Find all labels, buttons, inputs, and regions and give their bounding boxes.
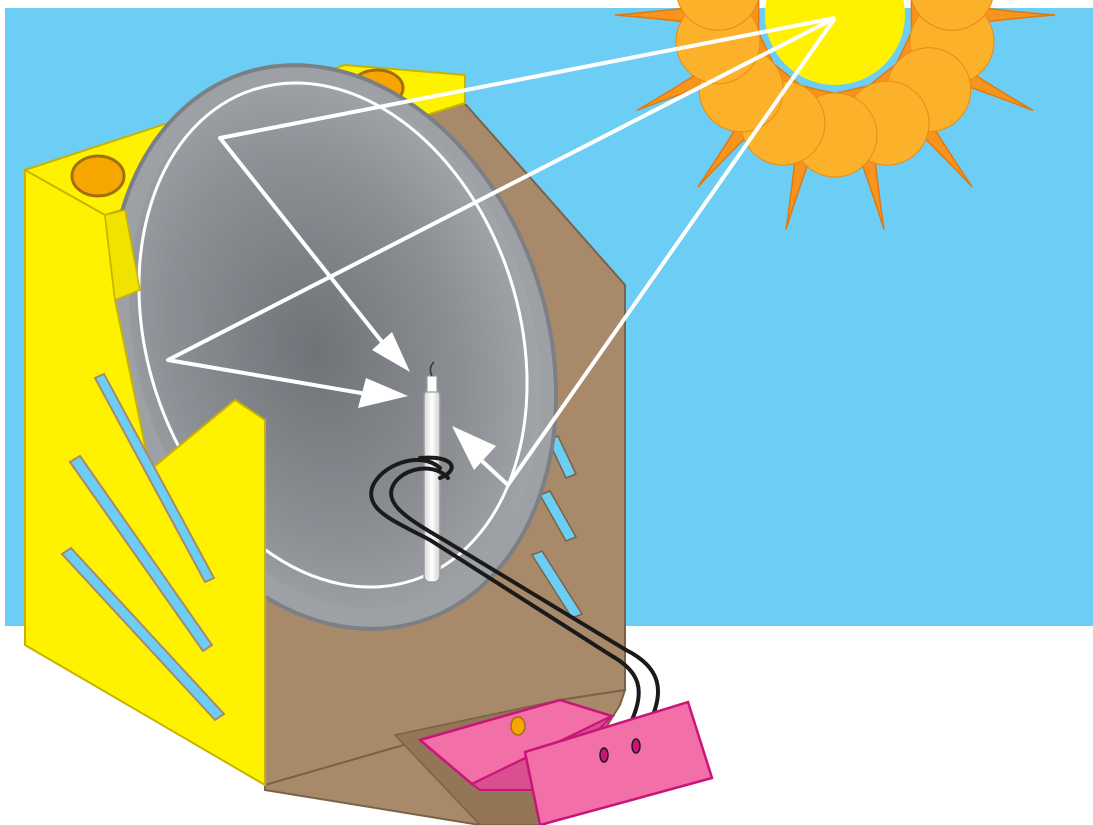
connector-button [511,717,525,735]
connector-hole-1 [600,748,608,762]
top-knob-left [72,156,124,196]
connector-hole-2 [632,739,640,753]
